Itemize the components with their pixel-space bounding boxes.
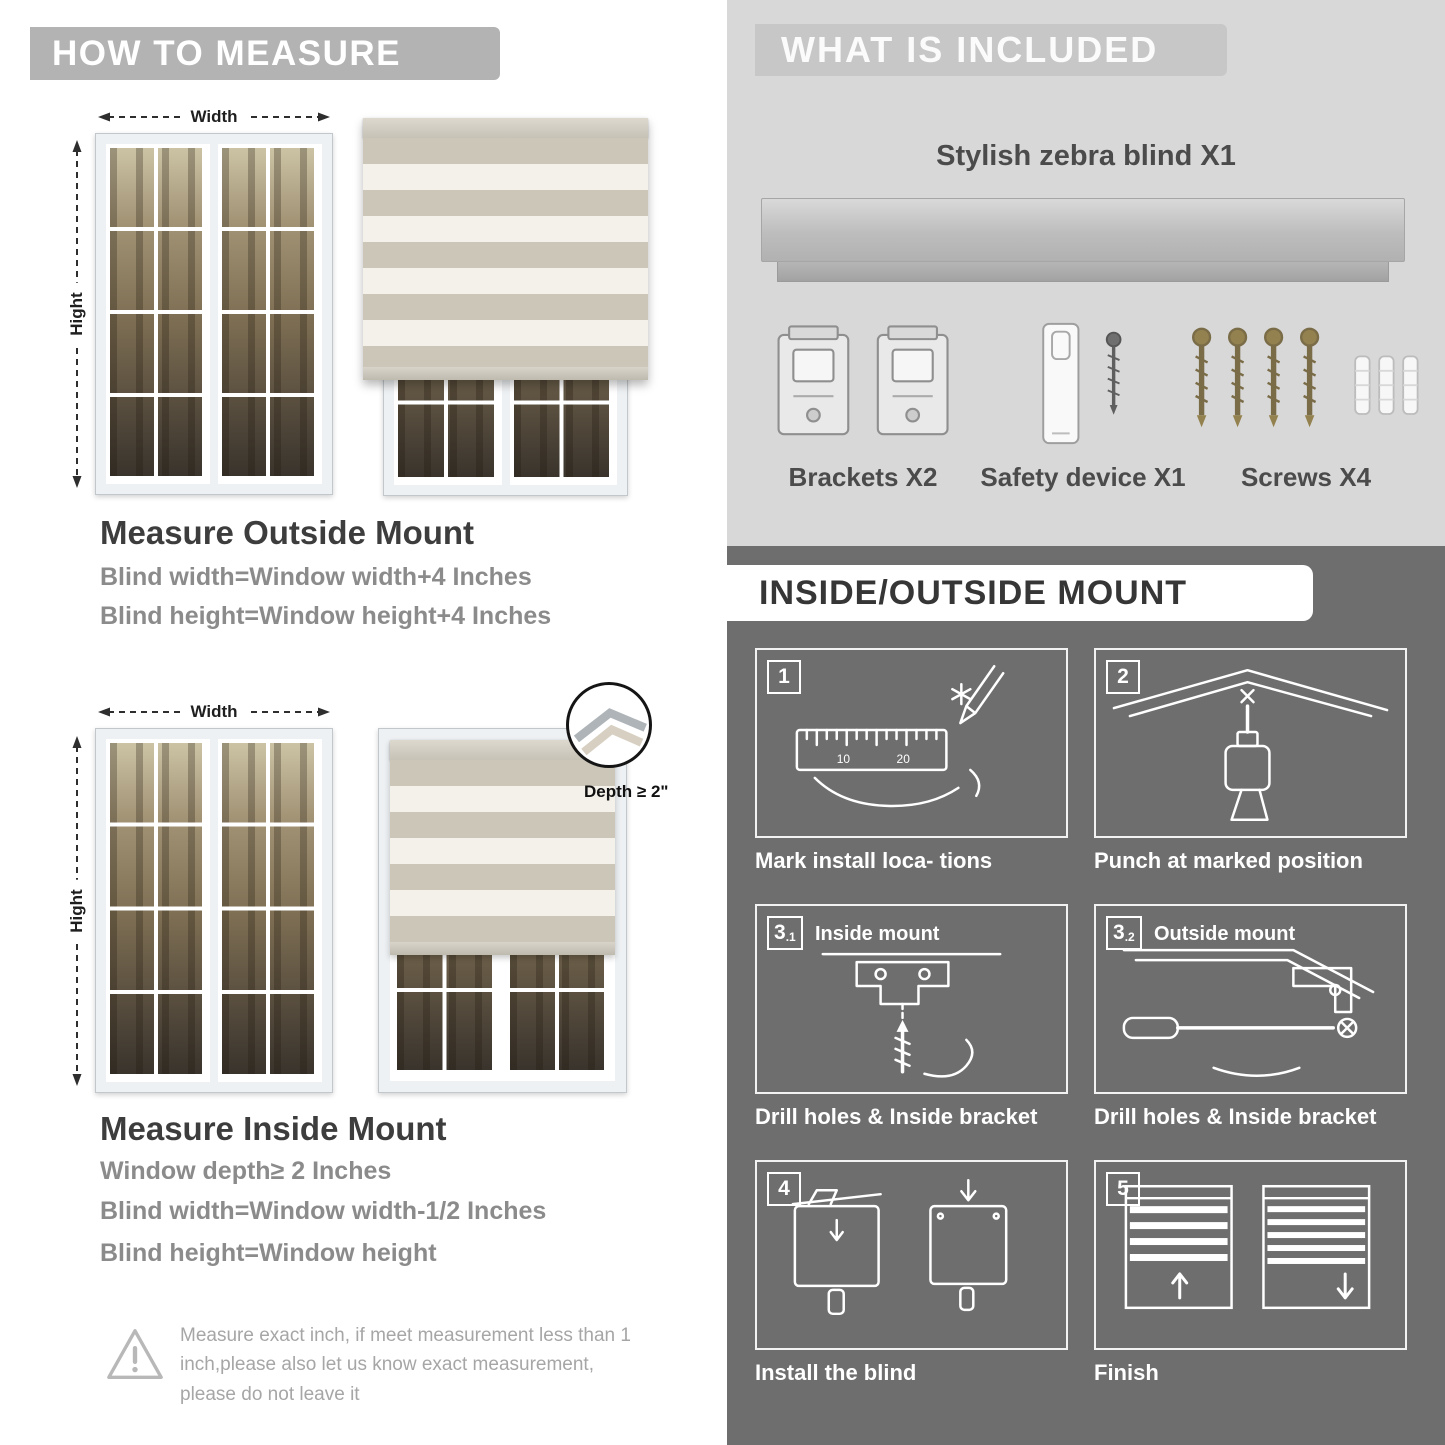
inside-mount-inner [390, 740, 615, 1081]
step-1: 1 10 20 [755, 648, 1068, 890]
blind-headrail-bottom [777, 262, 1389, 282]
window-sash [218, 739, 322, 1082]
step-number-badge: 3.2 [1106, 916, 1142, 950]
inside-formula-width: Blind width=Window width-1/2 Inches [100, 1197, 547, 1225]
blind-stripes [390, 760, 615, 942]
frame-corner-detail [573, 708, 647, 756]
install-blind-illustration [791, 1178, 1008, 1316]
mount-banner: INSIDE/OUTSIDE MOUNT [727, 565, 1313, 621]
height-label-outside: Hight [67, 282, 87, 346]
outside-formula-height: Blind height=Window height+4 Inches [100, 602, 552, 630]
width-arrow-line [98, 707, 330, 717]
svg-text:20: 20 [897, 752, 911, 766]
height-label-inside: Hight [67, 879, 87, 943]
height-arrow-line [72, 140, 82, 488]
warning-icon [107, 1329, 163, 1379]
step-3-1-title: Inside mount [815, 923, 940, 945]
step-3-2-title: Outside mount [1154, 923, 1296, 945]
product-name: Stylish zebra blind X1 [936, 140, 1236, 172]
step-4: 4 [755, 1160, 1068, 1402]
finish-illustration [1124, 1184, 1371, 1310]
mark-location-illustration: 10 20 [795, 665, 1005, 808]
zebra-blind-inside [390, 740, 615, 955]
step-2-panel: 2 [1094, 648, 1407, 838]
step-2-caption: Punch at marked position [1094, 848, 1363, 873]
step-5-panel: 5 [1094, 1160, 1407, 1350]
safety-device-icon [1041, 322, 1122, 445]
window-photo-outside [95, 133, 333, 495]
what-is-included-banner: WHAT IS INCLUDED [755, 24, 1227, 76]
safety-device-item: Safety device X1 [963, 318, 1203, 493]
step-1-panel: 1 10 20 [755, 648, 1068, 838]
how-to-measure-banner: HOW TO MEASURE [30, 27, 500, 80]
inside-formula-depth: Window depth≥ 2 Inches [100, 1157, 392, 1185]
height-arrow-inside: Hight [67, 736, 87, 1086]
brackets-item: Brackets X2 [763, 318, 963, 493]
window-photo-inside [95, 728, 333, 1093]
mount-steps-grid: 1 10 20 [755, 648, 1407, 1402]
outside-mount-blind-figure [363, 118, 648, 496]
screws-label: Screws X4 [1240, 462, 1372, 492]
step-1-caption: Mark install loca- tions [755, 848, 993, 873]
height-arrow-outside: Hight [67, 140, 87, 488]
outside-mount-title: Measure Outside Mount [100, 514, 475, 551]
inside-mount-blind-figure [378, 728, 627, 1093]
window-sash [106, 144, 210, 484]
mount-instructions-section: INSIDE/OUTSIDE MOUNT 1 [727, 546, 1445, 1445]
step-4-caption: Install the blind [755, 1360, 917, 1385]
step-2: 2 Punch [1094, 648, 1407, 890]
width-label-outside: Width [181, 107, 247, 127]
inside-bracket-illustration [821, 952, 1002, 1078]
inside-formula-height: Blind height=Window height [100, 1239, 437, 1267]
step-3-1-panel: 3.1 Inside mount [755, 904, 1068, 1094]
step-4-panel: 4 [755, 1160, 1068, 1350]
brackets-icon [777, 325, 949, 436]
step-number-badge: 4 [767, 1172, 801, 1206]
blind-headrail-image [761, 198, 1405, 262]
step-5-caption: Finish [1094, 1360, 1159, 1385]
step-number-badge: 3.1 [767, 916, 803, 950]
width-arrow-inside: Width [98, 702, 330, 722]
step-number-badge: 2 [1106, 660, 1140, 694]
step-3-1-caption: Drill holes & Inside bracket [755, 1104, 1038, 1129]
how-to-measure-title: HOW TO MEASURE [52, 33, 401, 73]
step-3-2-caption: Drill holes & Inside bracket [1094, 1104, 1377, 1129]
width-arrow-line [98, 112, 330, 122]
step-number-badge: 5 [1106, 1172, 1140, 1206]
window-sash [106, 739, 210, 1082]
step-3-2-panel: 3.2 Outside mount [1094, 904, 1407, 1094]
what-is-included-section: WHAT IS INCLUDED Stylish zebra blind X1 [727, 0, 1445, 546]
drill-illustration [1112, 668, 1389, 821]
blind-headrail [390, 740, 615, 760]
screws-icon [1192, 327, 1419, 428]
what-is-included-title: WHAT IS INCLUDED [781, 29, 1159, 70]
mount-title: INSIDE/OUTSIDE MOUNT [759, 573, 1188, 612]
window-sash [218, 144, 322, 484]
inside-mount-title: Measure Inside Mount [100, 1110, 447, 1147]
step-3-1: 3.1 Inside mount [755, 904, 1068, 1146]
brackets-label: Brackets X2 [788, 462, 938, 492]
screws-item: Screws X4 [1192, 318, 1419, 493]
width-arrow-outside: Width [98, 107, 330, 127]
step-5: 5 [1094, 1160, 1407, 1402]
step-number-badge: 1 [767, 660, 801, 694]
outside-bracket-illustration [1122, 948, 1375, 1077]
blind-bottomrail [363, 367, 648, 380]
blind-stripes [363, 138, 648, 367]
safety-device-label: Safety device X1 [980, 462, 1186, 492]
step-3-2: 3.2 Outside mount [1094, 904, 1407, 1146]
zebra-blind-outside [363, 118, 648, 380]
depth-label: Depth ≥ 2" [584, 782, 669, 801]
outside-formula-width: Blind width=Window width+4 Inches [100, 563, 532, 591]
width-label-inside: Width [181, 702, 247, 722]
included-items-row: Brackets X2 Safety device X1 [763, 318, 1419, 493]
svg-text:10: 10 [837, 752, 851, 766]
depth-detail-circle [566, 682, 652, 768]
blind-bottomrail [390, 941, 615, 955]
measure-note: Measure exact inch, if meet measurement … [180, 1325, 631, 1405]
blind-headrail [363, 118, 648, 138]
